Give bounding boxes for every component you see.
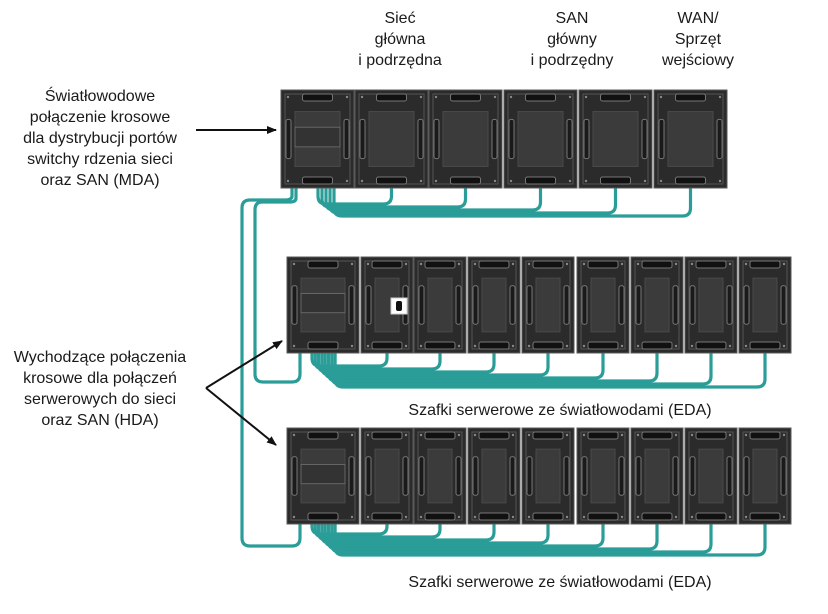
mda-cabinet-4 — [503, 89, 578, 189]
trunk-cable-row2 — [240, 186, 302, 548]
eda2-server-cabinet-5 — [576, 427, 630, 525]
eda2-server-cabinet-7 — [684, 427, 738, 525]
mda-cabinet-5 — [578, 89, 653, 189]
mda-cable-2 — [320, 186, 468, 209]
eda1-cable-6 — [326, 351, 659, 383]
eda1-server-cabinet-7 — [684, 256, 738, 354]
hda-arrow-row2 — [205, 387, 277, 446]
eda1-cable-8 — [333, 351, 767, 389]
eda2-cable-8 — [333, 522, 767, 557]
eda1-cable-3 — [317, 351, 496, 374]
mda-cabinet-1 — [280, 89, 355, 189]
eda2-server-cabinet-4 — [521, 427, 575, 525]
eda1-server-cabinet-6 — [630, 256, 684, 354]
mda-cabinet-3 — [428, 89, 503, 189]
label-eda-row-1: Szafki serwerowe ze światłowodami (EDA) — [408, 402, 712, 419]
label-hda: Wychodzące połączenia krosowe dla połącz… — [13, 349, 187, 429]
eda2-cable-5 — [323, 522, 605, 548]
eda2-server-cabinet-8 — [738, 427, 792, 525]
cabinets — [280, 89, 792, 525]
label-eda-row-2: Szafki serwerowe ze światłowodami (EDA) — [408, 574, 712, 591]
trunk-cable-row1 — [253, 186, 302, 384]
eda2-cable-3 — [317, 522, 496, 542]
eda1-server-cabinet-3 — [467, 256, 521, 354]
eda2-server-cabinet-6 — [630, 427, 684, 525]
mda-cable-1 — [316, 186, 394, 206]
label-core-network: Sieć główna i podrzędna — [358, 10, 442, 69]
eda1-cable-1 — [310, 351, 389, 368]
eda1-server-cabinet-2 — [413, 256, 467, 354]
mda-cabinet-6 — [653, 89, 728, 189]
eda1-server-cabinet-1 — [360, 256, 414, 354]
label-wan-entrance: WAN/ Sprzęt wejściowy — [661, 10, 734, 69]
mda-cable-3 — [324, 186, 543, 212]
eda1-cable-2 — [313, 351, 442, 371]
eda1-hub-cabinet — [286, 256, 360, 354]
hda-arrow-row1 — [205, 340, 283, 389]
eda2-cable-4 — [320, 522, 550, 545]
mda-cable-4 — [328, 186, 618, 215]
eda2-server-cabinet-2 — [413, 427, 467, 525]
eda2-cable-2 — [313, 522, 442, 539]
mda-cable-5 — [332, 186, 693, 218]
eda1-server-cabinet-4 — [521, 256, 575, 354]
eda2-cable-7 — [330, 522, 713, 554]
label-mda: Światłowodowe połączenie krosowe dla dys… — [23, 88, 177, 189]
eda2-cable-1 — [310, 522, 389, 536]
eda2-server-cabinet-1 — [360, 427, 414, 525]
fiber-cables — [240, 186, 767, 557]
eda1-server-cabinet-8 — [738, 256, 792, 354]
eda2-server-cabinet-3 — [467, 427, 521, 525]
eda1-cable-5 — [323, 351, 605, 380]
eda2-cable-6 — [326, 522, 659, 551]
eda1-cable-7 — [330, 351, 713, 386]
arrows — [196, 126, 283, 446]
label-core-san: SAN główny i podrzędny — [530, 10, 614, 69]
mda-cabinet-2 — [354, 89, 429, 189]
eda1-cable-4 — [320, 351, 550, 377]
eda1-server-cabinet-5 — [576, 256, 630, 354]
eda2-hub-cabinet — [286, 427, 360, 525]
